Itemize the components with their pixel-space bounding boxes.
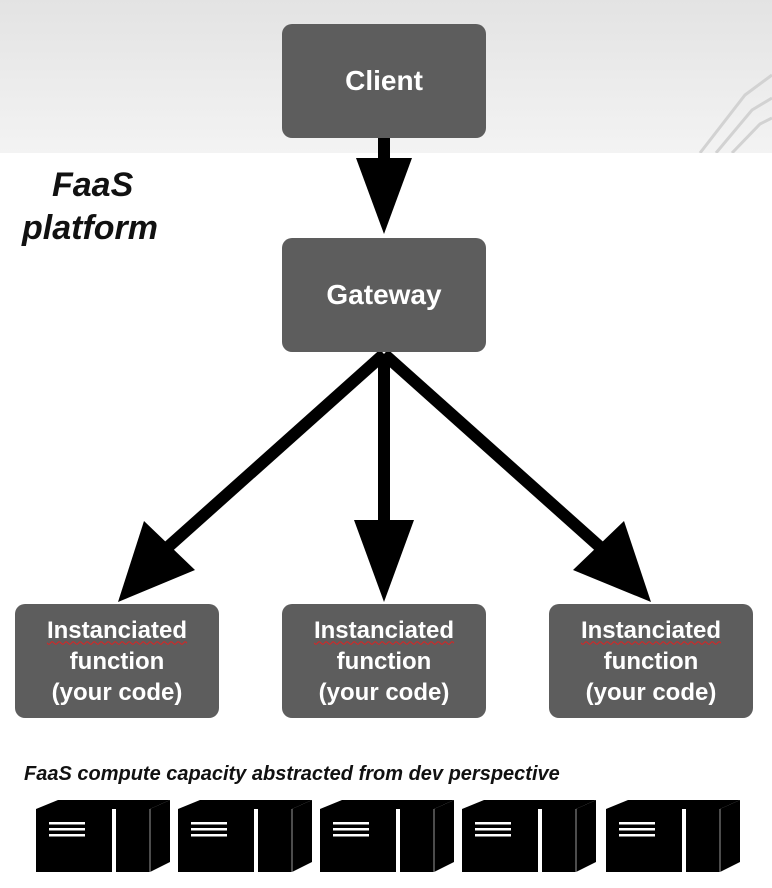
function-2-line1: Instanciated — [313, 616, 455, 644]
gateway-label: Gateway — [326, 279, 442, 310]
function-3-line1: Instanciated — [580, 616, 722, 644]
function-2-line2: function — [336, 647, 432, 675]
platform-label-line2: platform — [22, 209, 158, 247]
function-1-line1: Instanciated — [46, 616, 188, 644]
function-node-3: Instanciated function (your code) — [549, 604, 753, 718]
platform-label-line1: FaaS — [52, 166, 134, 204]
background-graphic — [698, 73, 772, 153]
function-node-1: Instanciated function (your code) — [15, 604, 219, 718]
function-3-line2: function — [603, 647, 699, 675]
arrow-gateway-function-2 — [354, 354, 414, 602]
client-node: Client — [282, 24, 486, 138]
server-icon — [320, 800, 454, 872]
server-icon — [606, 800, 740, 872]
function-1-line3: (your code) — [51, 678, 183, 706]
server-icon — [36, 800, 170, 872]
function-2-line3: (your code) — [318, 678, 450, 706]
server-icon — [178, 800, 312, 872]
platform-label: FaaS platform — [22, 164, 158, 250]
client-label: Client — [345, 65, 423, 96]
arrow-client-gateway — [356, 138, 412, 234]
function-3-line3: (your code) — [585, 678, 717, 706]
arrow-gateway-function-3 — [380, 349, 651, 602]
gateway-node: Gateway — [282, 238, 486, 352]
server-icon — [462, 800, 596, 872]
function-node-2: Instanciated function (your code) — [282, 604, 486, 718]
capacity-caption: FaaS compute capacity abstracted from de… — [24, 763, 560, 785]
arrow-gateway-function-1 — [118, 349, 388, 602]
function-1-line2: function — [69, 647, 165, 675]
